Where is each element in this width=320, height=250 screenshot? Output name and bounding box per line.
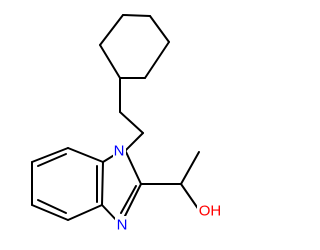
bond: [120, 185, 137, 214]
molecule-drawing: N N OH: [31, 14, 224, 234]
bond: [149, 15, 170, 43]
bond: [101, 161, 104, 206]
ethyl-linker: [119, 77, 144, 151]
bond: [99, 44, 121, 79]
bond: [123, 183, 142, 219]
bond: [67, 147, 104, 163]
bond: [37, 199, 67, 214]
structure-canvas: N N OH: [31, 14, 224, 234]
atom-n1: N: [113, 142, 126, 160]
imidazole-ring: [101, 151, 142, 224]
atom-label-n1: N: [114, 143, 125, 160]
bond: [99, 14, 124, 46]
bond: [180, 151, 200, 185]
bond: [31, 204, 69, 221]
bond: [67, 204, 103, 221]
bond: [125, 151, 142, 185]
bond: [31, 147, 69, 163]
atom-label-oh: OH: [199, 203, 222, 220]
bond: [144, 41, 170, 79]
atom-n3: N: [115, 216, 129, 234]
cyclohexane-ring: [99, 14, 170, 79]
bond: [180, 183, 200, 211]
benzene-ring: [31, 147, 104, 221]
bond: [122, 14, 151, 17]
hydroxyethyl-group: [140, 151, 200, 211]
atom-label-n3: N: [117, 217, 128, 234]
bond: [125, 132, 144, 151]
bond: [37, 153, 67, 167]
atom-oh: OH: [197, 201, 224, 220]
bond: [119, 111, 144, 134]
